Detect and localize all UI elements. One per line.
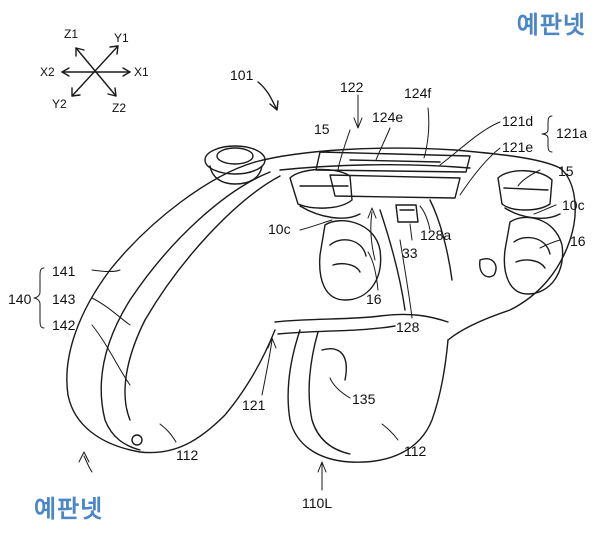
ref-121: 121 <box>242 397 266 413</box>
ref-128: 128 <box>396 319 420 335</box>
ref-112-left: 112 <box>176 447 199 463</box>
ref-141: 141 <box>52 263 76 279</box>
ref-10c-right: 10c <box>562 197 585 213</box>
leader-101 <box>257 81 279 111</box>
ref-121e: 121e <box>502 139 534 155</box>
ref-140: 140 <box>8 291 32 307</box>
watermark-bottom-left: 예판넷 <box>30 494 108 525</box>
ref-135: 135 <box>352 391 376 407</box>
ref-143: 143 <box>52 291 76 307</box>
ref-124f: 124f <box>404 85 432 101</box>
ref-16-center: 16 <box>366 291 382 307</box>
braces <box>33 115 553 329</box>
ref-122: 122 <box>340 79 364 95</box>
ref-101: 101 <box>230 67 254 83</box>
axis-x2-label: X2 <box>40 65 55 79</box>
controller-body <box>66 145 576 463</box>
ref-33: 33 <box>402 245 418 261</box>
ref-16-right: 16 <box>570 233 586 249</box>
ref-10c-left: 10c <box>268 221 291 237</box>
ref-110L: 110L <box>302 495 333 511</box>
ref-112-right: 112 <box>404 443 427 459</box>
axis-y2-label: Y2 <box>52 97 67 111</box>
axis-z2-label: Z2 <box>112 101 127 115</box>
axis-symbol <box>61 45 131 97</box>
axis-x1-label: X1 <box>134 65 149 79</box>
watermark-top-right: 예판넷 <box>512 10 590 41</box>
axis-y1-label: Y1 <box>114 31 129 45</box>
axis-z1-label: Z1 <box>64 27 79 41</box>
ref-142: 142 <box>52 317 76 333</box>
ref-121d: 121d <box>502 113 534 129</box>
ref-121a: 121a <box>556 125 588 141</box>
ref-128a: 128a <box>420 227 452 243</box>
leader-lines <box>78 94 561 491</box>
ref-124e: 124e <box>372 109 404 125</box>
ref-15-left: 15 <box>314 121 330 137</box>
ref-15-right: 15 <box>558 163 574 179</box>
